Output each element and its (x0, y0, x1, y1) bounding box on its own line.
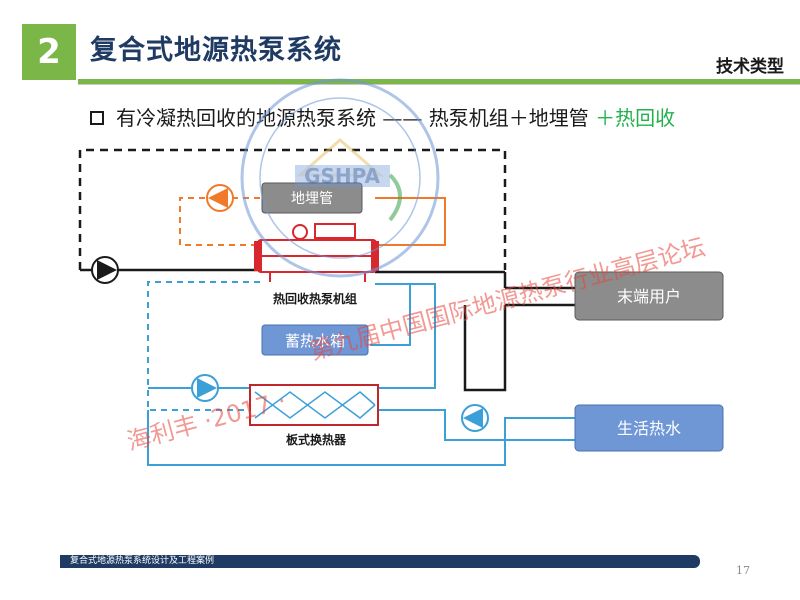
gshpa-seal-watermark: GSHPA (240, 78, 440, 278)
seal-logo-text: GSHPA (304, 164, 380, 188)
label-ground-pipe: 地埋管 (291, 191, 333, 207)
blue-solid-lines (147, 283, 575, 466)
header-divider-shadow (78, 84, 800, 85)
pump-blue-right-icon (461, 404, 489, 432)
end-user-box (574, 271, 724, 321)
footer-text: 复合式地源热泵系统设计及工程案例 (70, 556, 215, 566)
category-label: 技术类型 (716, 57, 784, 77)
page-title: 复合式地源热泵系统 (90, 35, 342, 66)
pump-orange-icon (206, 184, 234, 212)
subtitle: 有冷凝热回收的地源热泵系统 —— 热泵机组＋地埋管 ＋热回收 (116, 102, 675, 131)
subtitle-lead: 有冷凝热回收的地源热泵系统 (116, 106, 376, 130)
subtitle-part2: ＋热回收 (595, 106, 676, 130)
label-storage-tank: 蓄热水箱 (285, 332, 345, 350)
plate-exchanger-graphic (249, 384, 379, 426)
section-number: 2 (22, 24, 76, 80)
page-number: 17 (736, 564, 750, 577)
blue-dashed-loop (147, 281, 260, 411)
label-end-user: 末端用户 (617, 287, 681, 306)
bullet-square-icon (90, 111, 104, 125)
storage-tank-box (261, 324, 369, 356)
label-hot-water: 生活热水 (617, 419, 681, 438)
orange-dashed-loop (179, 197, 260, 246)
footer-bar (60, 555, 700, 568)
header-divider (78, 79, 800, 84)
dashed-black-loop (78, 148, 507, 270)
hot-water-box (574, 404, 724, 452)
pump-blue-left-icon (191, 374, 219, 402)
pump-black-icon (91, 256, 119, 284)
subtitle-part1: 热泵机组＋地埋管 (428, 106, 589, 130)
label-heat-pump-unit: 热回收热泵机组 (273, 291, 357, 306)
label-plate-exchanger: 板式换热器 (286, 432, 347, 447)
